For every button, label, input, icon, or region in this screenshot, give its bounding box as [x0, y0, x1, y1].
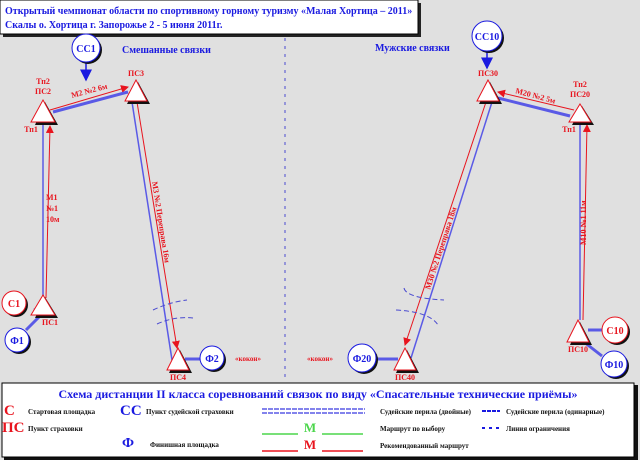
- legend-choice-label: Маршрут по выбору: [380, 425, 446, 433]
- ps3-label: ПС3: [128, 69, 144, 78]
- ps2-label: ПС2: [35, 87, 51, 96]
- ps10-triangle: [566, 318, 592, 345]
- stage-m1-b: №1: [46, 204, 58, 213]
- svg-text:Ф2: Ф2: [205, 354, 219, 365]
- stage-m30: М30 №2 Переправа 18м: [423, 205, 458, 290]
- stage-m10: М10 №1 11м: [579, 200, 588, 245]
- section-mixed: Смешанные связки: [122, 45, 211, 56]
- legend-title: Схема дистанции II класса соревнований с…: [59, 387, 578, 401]
- legend-c-symbol: С: [4, 403, 15, 419]
- svg-text:С10: С10: [606, 326, 623, 337]
- c10-circle: С10: [601, 316, 630, 345]
- belay-points: [30, 78, 594, 373]
- svg-text:СС1: СС1: [76, 44, 95, 55]
- legend-f-symbol: Ф: [122, 436, 134, 451]
- section-men: Мужские связки: [375, 43, 450, 54]
- svg-text:Ф20: Ф20: [353, 354, 372, 365]
- ps4-label: ПС4: [170, 373, 186, 382]
- header-line2: Скалы о. Хортица г. Запорожье 2 - 5 июня…: [5, 20, 223, 31]
- ps30-triangle: [476, 78, 502, 104]
- f20-circle: Ф20: [347, 343, 378, 374]
- kokon-right: «кокон»: [307, 355, 333, 363]
- legend-ps-label: Пункт страховки: [28, 425, 83, 433]
- legend-c-label: Стартовая площадка: [28, 408, 96, 416]
- kokon-left: «кокон»: [235, 355, 261, 363]
- header-line1: Открытый чемпионат области по спортивном…: [5, 6, 412, 17]
- ps40-label: ПС40: [395, 373, 415, 382]
- right-routes: [376, 51, 603, 361]
- legend-cc-symbol: СС: [120, 403, 142, 419]
- legend-f-label: Финишная площадка: [150, 441, 219, 449]
- ps3-triangle: [124, 78, 150, 104]
- legend-recommended-label: Рекомендованный маршрут: [380, 442, 469, 450]
- cc10-circle: СС10: [471, 20, 504, 53]
- tp2-right: Тп2: [573, 80, 587, 89]
- legend-cc-label: Пункт судейской страховки: [146, 408, 234, 416]
- svg-text:СС10: СС10: [475, 32, 499, 43]
- legend: Схема дистанции II класса соревнований с…: [1, 382, 638, 460]
- legend-limit-label: Линия ограничения: [506, 425, 570, 433]
- left-routes: [24, 63, 200, 361]
- legend-double-rail: [262, 408, 365, 414]
- ps1-triangle: [30, 294, 58, 318]
- svg-text:Ф1: Ф1: [10, 336, 24, 347]
- ps4-triangle: [166, 346, 192, 373]
- svg-text:Ф10: Ф10: [605, 360, 624, 371]
- ps40-triangle: [393, 346, 419, 373]
- ps30-label: ПС30: [478, 69, 498, 78]
- legend-ps-symbol: ПС: [2, 420, 25, 436]
- f10-circle: Ф10: [600, 350, 629, 379]
- stage-m1-c: 10м: [46, 215, 60, 224]
- legend-m-green: М: [304, 420, 316, 435]
- ps20-label: ПС20: [570, 90, 590, 99]
- ps10-label: ПС10: [568, 345, 588, 354]
- legend-single-label: Судейские перила (одинарные): [506, 408, 605, 416]
- ps1-label: ПС1: [42, 318, 58, 327]
- ps20-triangle: [568, 103, 594, 125]
- tp2-left: Тп2: [36, 77, 50, 86]
- cc1-circle: СС1: [71, 33, 102, 64]
- header-box: Открытый чемпионат области по спортивном…: [0, 0, 421, 37]
- stage-m1-a: М1: [46, 193, 58, 202]
- svg-text:С1: С1: [8, 299, 20, 310]
- f2-circle: Ф2: [199, 345, 226, 372]
- c1-circle: С1: [1, 290, 28, 317]
- tp1-right: Тп1: [562, 125, 576, 134]
- f1-circle: Ф1: [4, 327, 31, 354]
- legend-m-red: М: [304, 437, 316, 452]
- legend-double-label: Судейские перила (двойные): [380, 408, 472, 416]
- ps2-triangle: [30, 98, 58, 125]
- tp1-left: Тп1: [24, 125, 38, 134]
